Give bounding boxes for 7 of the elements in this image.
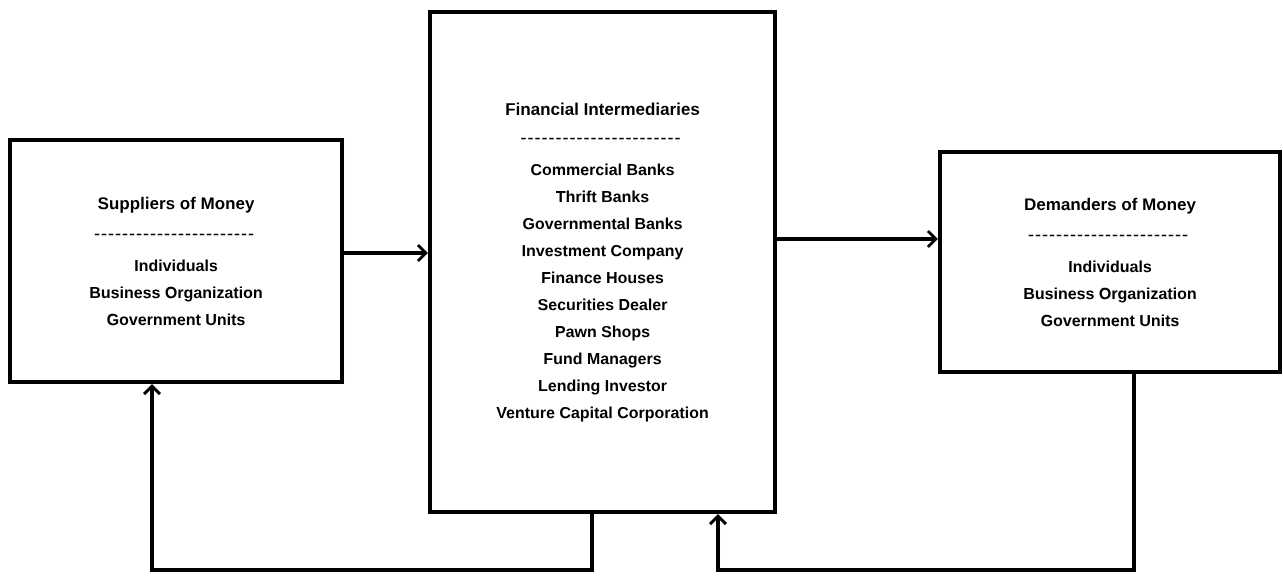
text-box: Demanders of Money Individuals Business Organization Government Units	[938, 150, 1282, 374]
arrow	[344, 243, 428, 263]
text-box: Financial Intermediaries Commercial Banks Thrift Banks Governmental Banks Investment Company Finance Houses Securities Dealer Pawn Shops Fund Managers Lending Investor Venture Capital Corporation	[428, 10, 777, 514]
arrow	[708, 374, 1136, 572]
arrow	[777, 229, 938, 249]
arrow	[142, 384, 594, 572]
text-box: Suppliers of Money Individuals Business Organization Government Units	[8, 138, 344, 384]
